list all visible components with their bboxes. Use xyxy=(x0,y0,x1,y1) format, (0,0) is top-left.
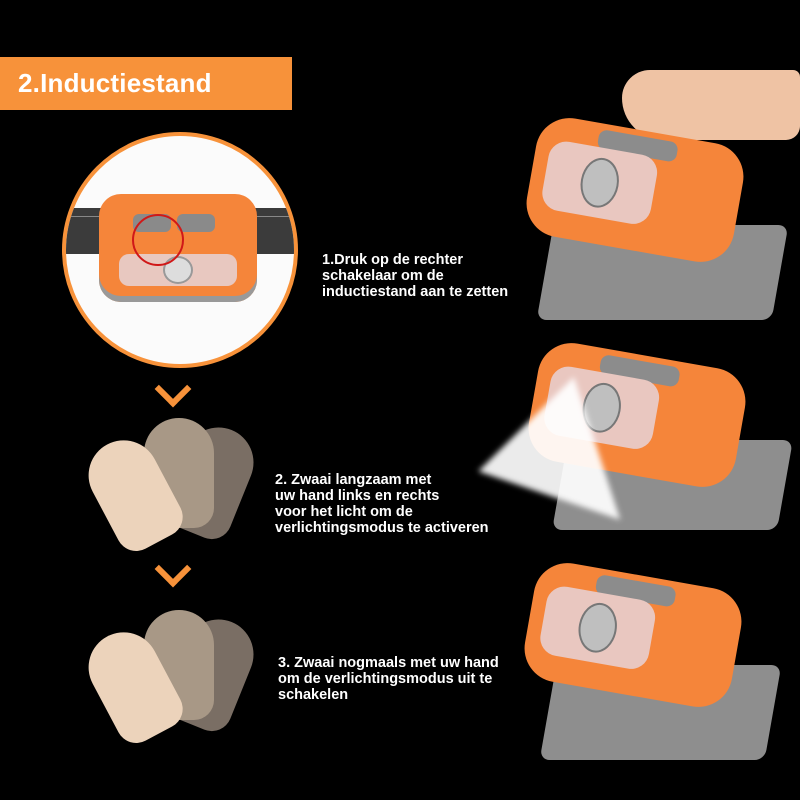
headlamp-closeup xyxy=(62,132,298,368)
step-3-text: 3. Zwaai nogmaals met uw hand om de verl… xyxy=(278,655,499,703)
led-panel xyxy=(119,254,237,286)
waving-hands-icon xyxy=(76,416,265,558)
pointing-hand-icon xyxy=(622,70,800,140)
step-2-text: 2. Zwaai langzaam met uw hand links en r… xyxy=(275,472,489,536)
headlamp-body xyxy=(99,194,257,302)
chevron-down-icon xyxy=(154,370,192,408)
power-button-icon xyxy=(177,214,215,232)
waving-hands-icon xyxy=(76,608,265,750)
led-icon xyxy=(574,599,621,656)
led-icon xyxy=(576,154,623,211)
page-title: 2.Inductiestand xyxy=(18,68,212,98)
step-1-text: 1.Druk op de rechter schakelaar om de in… xyxy=(322,252,509,300)
title-banner: 2.Inductiestand xyxy=(0,57,292,110)
highlight-circle xyxy=(132,214,184,266)
